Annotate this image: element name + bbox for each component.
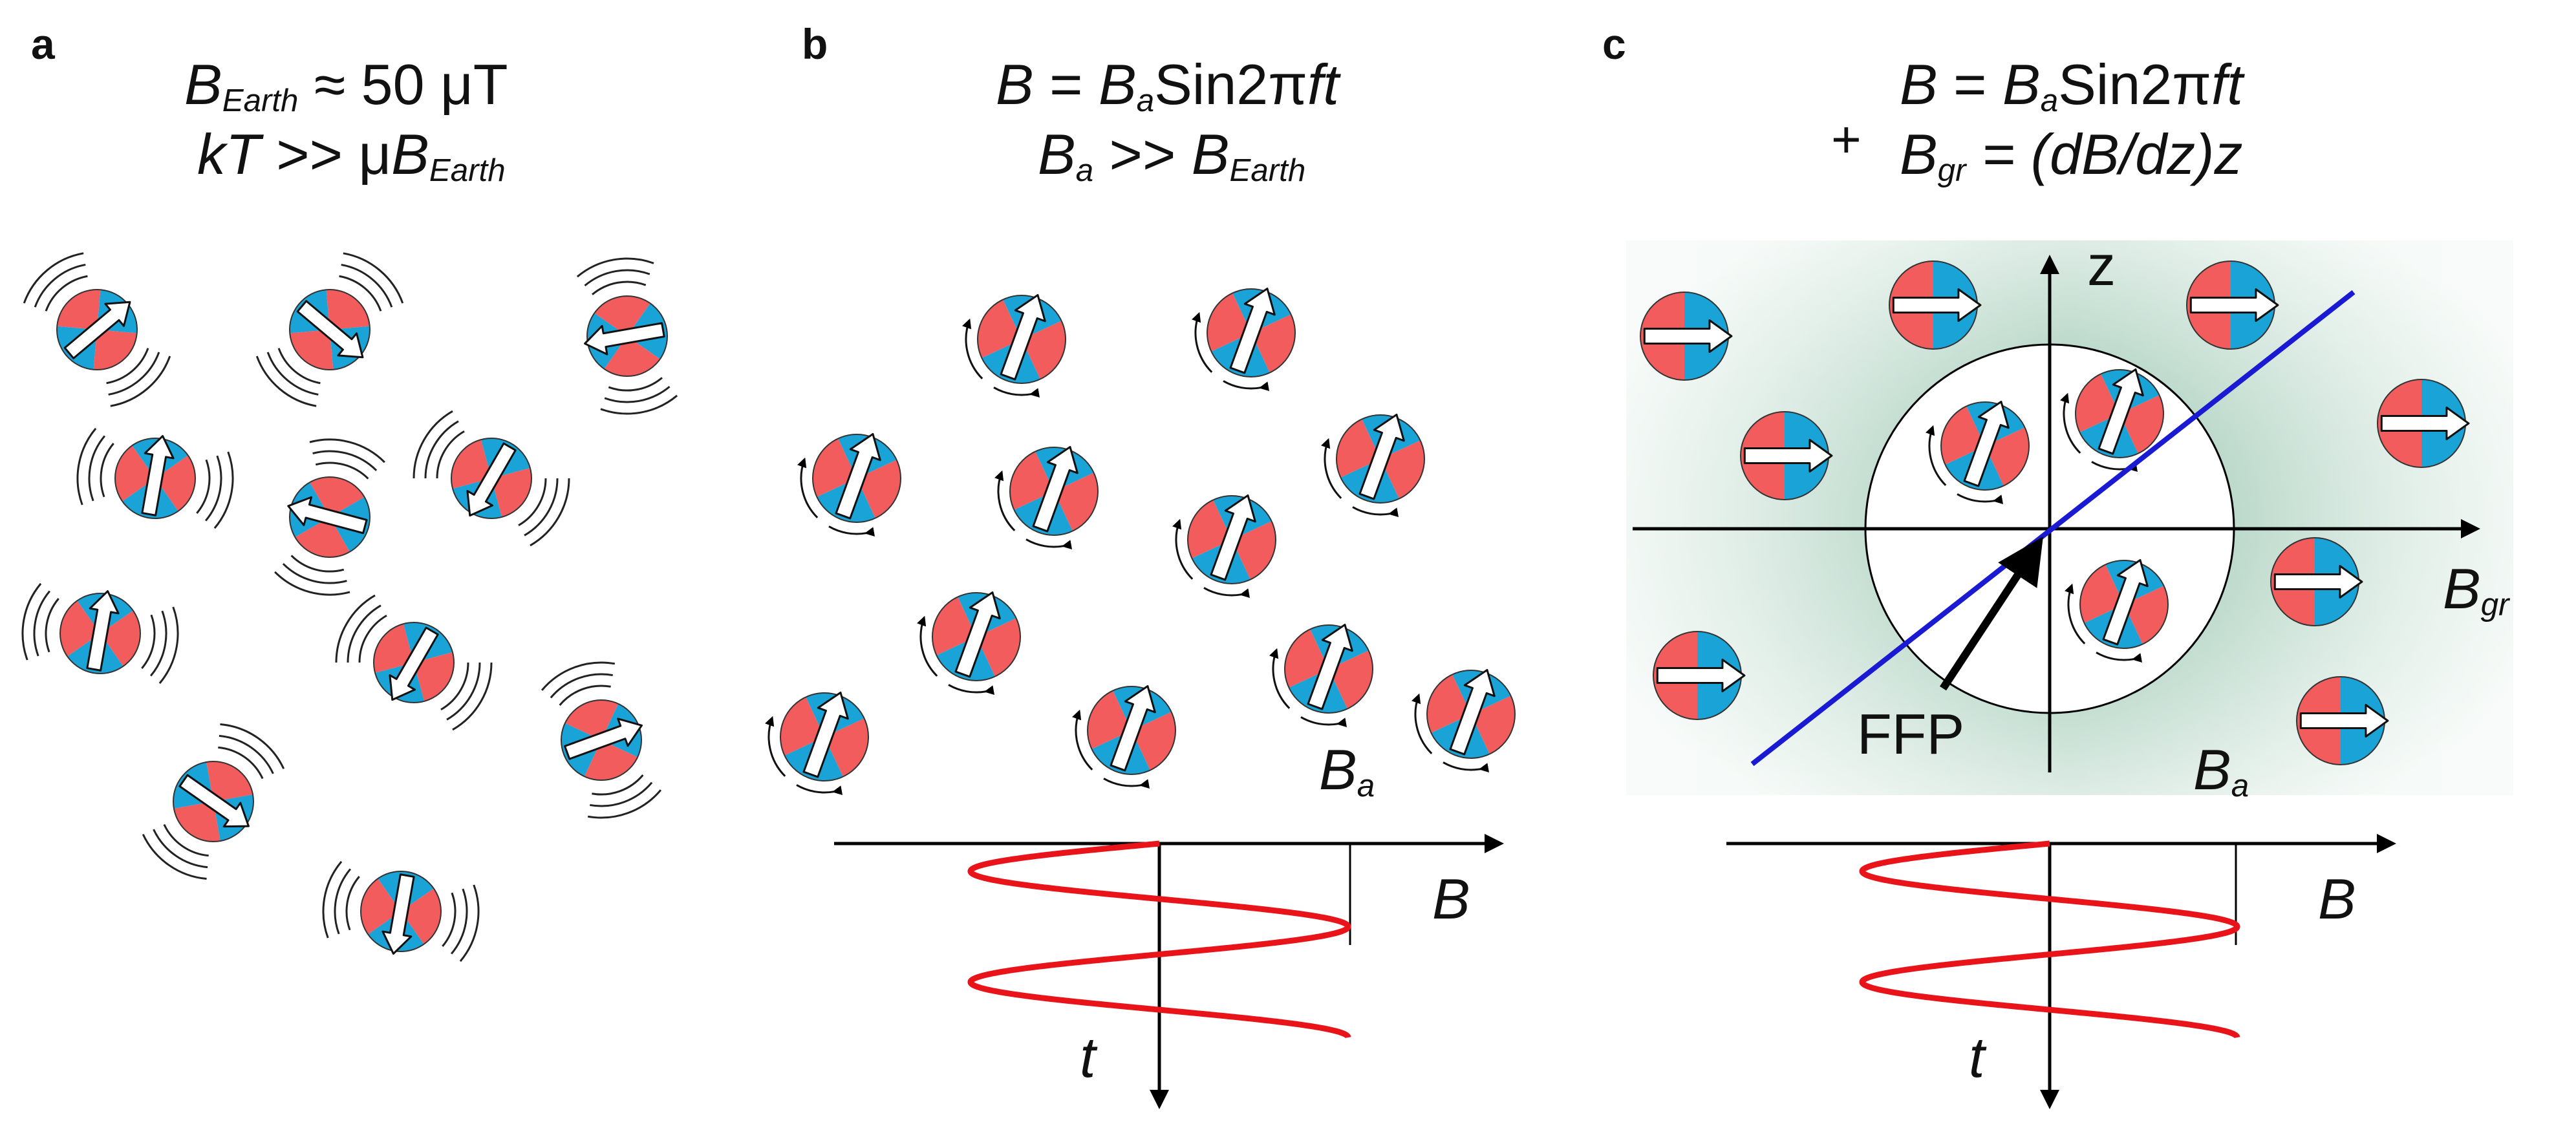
nanoparticle xyxy=(335,594,493,731)
magnetic-moment-arrow xyxy=(835,432,881,520)
panel-b-sine-curve xyxy=(967,840,1351,1039)
panel-c-letter: c xyxy=(1602,20,1626,68)
nanoparticle xyxy=(322,860,480,962)
magnetic-moment-arrow xyxy=(1229,287,1276,374)
panel-a-equation-2: kT >> μBEarth xyxy=(197,122,506,188)
nanoparticle xyxy=(255,252,404,407)
panel-c-equation-1: B = BaSin2πft xyxy=(1900,52,2243,118)
nanoparticle xyxy=(1926,400,2030,505)
nanoparticle xyxy=(765,691,869,795)
nanoparticle xyxy=(142,723,285,880)
nanoparticle xyxy=(1072,685,1176,789)
magnetic-moment-arrow xyxy=(296,300,364,359)
ffp-label: FFP xyxy=(1857,702,1965,766)
nanoparticle xyxy=(576,257,678,415)
nanoparticle xyxy=(1653,631,1746,720)
nanoparticle xyxy=(21,582,179,685)
panel-b-letter: b xyxy=(802,20,828,68)
panel-b-axis-t-label: t xyxy=(1080,1025,1096,1089)
magnetic-moment-arrow xyxy=(63,301,131,359)
magnetic-moment-arrow xyxy=(2273,565,2363,599)
magnetic-moment-arrow xyxy=(2189,288,2279,322)
magnetic-moment-arrow xyxy=(2380,407,2470,440)
magnetic-moment-arrow xyxy=(802,691,849,778)
nanoparticle xyxy=(2377,379,2470,468)
panel-c-particles xyxy=(1640,260,2470,765)
magnetic-moment-arrow xyxy=(2299,704,2389,738)
panel-a-letter: a xyxy=(31,20,55,68)
magnetic-moment-arrow xyxy=(287,496,368,535)
magnetic-moment-arrow xyxy=(1000,293,1046,381)
nanoparticle xyxy=(274,438,385,596)
nanoparticle xyxy=(2065,558,2169,663)
nanoparticle xyxy=(1321,413,1425,518)
magnetic-moment-arrow xyxy=(2098,368,2144,455)
nanoparticle xyxy=(1411,668,1516,772)
magnetic-moment-arrow xyxy=(1963,400,2010,487)
magnetic-moment-arrow xyxy=(178,774,250,828)
magnetic-moment-arrow xyxy=(954,591,1001,678)
nanoparticle xyxy=(917,591,1021,695)
nanoparticle xyxy=(541,661,662,819)
nanoparticle xyxy=(76,427,234,529)
nanoparticle xyxy=(413,410,570,547)
magnetic-moment-arrow xyxy=(1110,685,1156,772)
panel-c-field-label: Ba xyxy=(2193,738,2249,803)
panel-c-plus-sign: + xyxy=(1831,111,1862,168)
magnetic-moment-arrow xyxy=(1307,623,1353,710)
panel-c-z-label: z xyxy=(2087,233,2116,297)
gradient-line xyxy=(1750,290,2356,767)
nanoparticle xyxy=(797,432,901,537)
panel-c-gradient-label: Bgr xyxy=(2443,557,2509,622)
panel-b-equation-1: B = BaSin2πft xyxy=(996,52,1339,118)
magnetic-moment-arrow xyxy=(1358,413,1405,500)
magnetic-moment-arrow xyxy=(1643,319,1733,353)
magnetic-moment-arrow xyxy=(584,322,665,356)
nanoparticle xyxy=(2296,676,2389,765)
nanoparticle xyxy=(1172,494,1276,599)
panel-b-axis-b-label: B xyxy=(1432,867,1470,931)
magnetic-moment-arrow xyxy=(1449,668,1496,756)
panel-b-equation-2: Ba >> BEarth xyxy=(1038,122,1306,188)
nanoparticle xyxy=(2270,537,2363,626)
panel-a-particles xyxy=(21,252,678,962)
magnetic-moment-arrow xyxy=(1892,288,1982,322)
panel-c-axis-t-label: t xyxy=(1969,1025,1985,1089)
panel-b-waveform xyxy=(834,834,1504,1109)
panel-b-field-label: Ba xyxy=(1319,738,1375,803)
nanoparticle xyxy=(1889,260,1982,350)
magnetic-moment-arrow xyxy=(1032,445,1079,533)
nanoparticle xyxy=(1740,411,1833,500)
nanoparticle xyxy=(1640,292,1733,381)
panel-c-axis-b-label: B xyxy=(2318,867,2356,931)
nanoparticle xyxy=(23,252,171,407)
nanoparticle xyxy=(1269,623,1373,727)
panel-c-equation-2: Bgr = (dB/dz)z xyxy=(1900,122,2243,188)
magnetic-moment-arrow xyxy=(1210,494,1256,581)
nanoparticle xyxy=(2060,368,2164,473)
panel-c-sine-curve xyxy=(1859,840,2240,1039)
ffp-pointer-arrow xyxy=(1939,536,2043,691)
nanoparticle xyxy=(2186,260,2279,350)
magnetic-moment-arrow xyxy=(1743,439,1833,473)
magnetic-moment-arrow xyxy=(86,590,120,672)
magnetic-moment-arrow xyxy=(564,717,643,760)
nanoparticle xyxy=(1192,287,1296,392)
magnetic-moment-arrow xyxy=(389,626,439,701)
nanoparticle xyxy=(962,293,1066,398)
panel-a-equation-1: BEarth ≈ 50 μT xyxy=(184,52,508,118)
magnetic-moment-arrow xyxy=(141,435,175,516)
panel-c-waveform xyxy=(1726,834,2396,1109)
magnetic-moment-arrow xyxy=(1656,659,1746,692)
panel-b-particles xyxy=(765,287,1516,795)
nanoparticle xyxy=(994,445,1099,550)
magnetic-moment-arrow xyxy=(381,873,415,955)
magnetic-moment-arrow xyxy=(466,442,517,517)
magnetic-moment-arrow xyxy=(2102,558,2149,646)
